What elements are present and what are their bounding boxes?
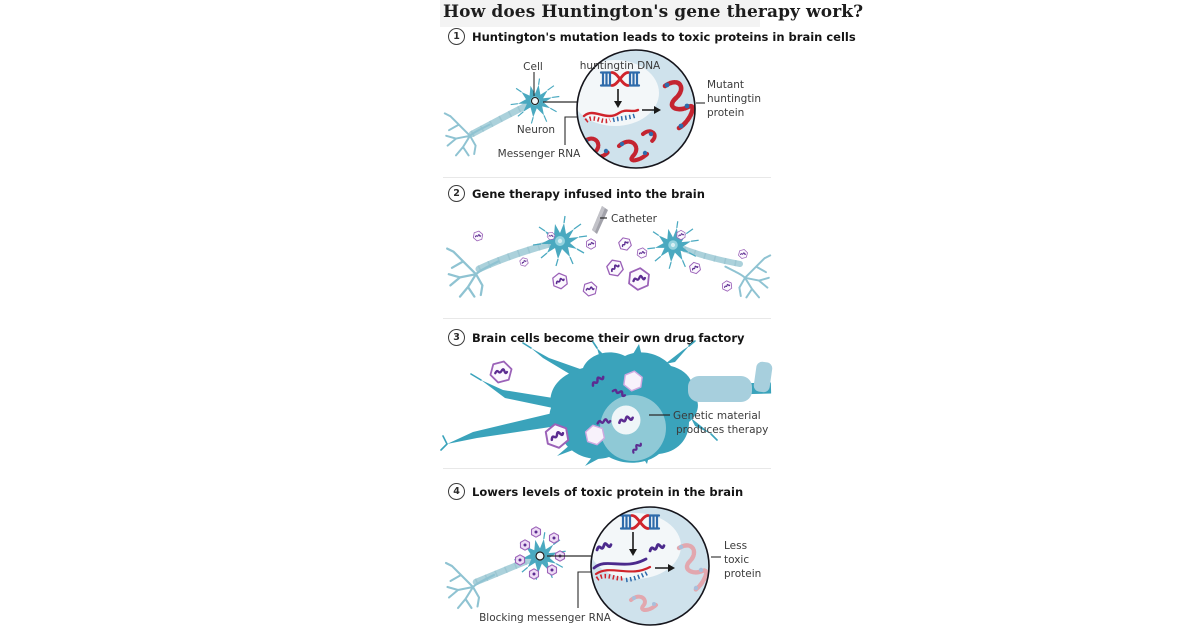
neuron-nucleus: [530, 96, 540, 106]
brain-cell-body: [440, 340, 773, 466]
step-4-diagram: Less toxic protein Blocking messenger RN…: [444, 506, 761, 626]
neuron-right: [646, 220, 772, 299]
translation-arrow: [642, 106, 661, 114]
neuron-illustration: [443, 77, 560, 157]
cell-closeup: [590, 506, 710, 626]
step-2-diagram: Catheter: [446, 206, 772, 299]
genetic-material-label-2: produces therapy: [676, 424, 768, 436]
step-3-heading: Brain cells become their own drug factor…: [472, 330, 745, 345]
messenger-rna-icon: [582, 108, 640, 124]
mutant-protein-label-3: protein: [707, 107, 744, 119]
neuron-nucleus: [535, 551, 545, 561]
blocked-mrna-icon: [592, 557, 652, 583]
step-4-number-badge: 4: [448, 483, 465, 500]
huntingtin-dna-icon: [599, 71, 641, 87]
step-3-number-badge: 3: [448, 329, 465, 346]
genetic-material-label-1: Genetic material: [673, 410, 761, 422]
transcription-arrow: [614, 89, 622, 108]
step-3-diagram: Genetic material produces therapy: [440, 340, 773, 466]
less-toxic-label-2: toxic: [724, 554, 749, 566]
reduced-output-arrow: [655, 564, 675, 572]
divider-2: [443, 318, 771, 319]
cell-label: Cell: [523, 61, 543, 73]
neuron-label: Neuron: [517, 124, 555, 136]
step-4-heading: Lowers levels of toxic protein in the br…: [472, 484, 744, 499]
mutant-protein-label-2: huntingtin: [707, 93, 761, 105]
step-2-heading: Gene therapy infused into the brain: [472, 186, 705, 201]
mutant-protein-label-1: Mutant: [707, 79, 744, 91]
transcription-arrow: [629, 532, 637, 556]
step-4-header: 4 Lowers levels of toxic protein in the …: [448, 483, 743, 500]
less-toxic-label-1: Less: [724, 540, 747, 552]
less-toxic-label-3: protein: [724, 568, 761, 580]
messenger-rna-label: Messenger RNA: [498, 148, 582, 160]
mutant-protein-icon: [662, 79, 695, 131]
cell-closeup: [576, 49, 696, 169]
page-title: How does Huntington's gene therapy work?: [443, 2, 864, 22]
dna-icon: [619, 514, 661, 530]
blocking-mrna-label: Blocking messenger RNA: [479, 612, 612, 624]
myelin-segment: [688, 376, 752, 402]
huntingtin-dna-label: huntingtin DNA: [580, 60, 661, 72]
step-3-header: 3 Brain cells become their own drug fact…: [448, 329, 745, 346]
gene-therapy-capsids: [472, 229, 749, 298]
step-1-number-badge: 1: [448, 28, 465, 45]
divider-3: [443, 468, 771, 469]
neuron-left: [446, 215, 588, 298]
title-bar: How does Huntington's gene therapy work?: [440, 0, 864, 27]
step-1-diagram: Cell Neuron Messenger RNA huntingtin DNA…: [443, 49, 761, 169]
step-2-header: 2 Gene therapy infused into the brain: [448, 185, 705, 202]
catheter-icon: [592, 206, 608, 234]
step-1-header: 1 Huntington's mutation leads to toxic p…: [448, 28, 856, 45]
step-2-number-badge: 2: [448, 185, 465, 202]
step-1-heading: Huntington's mutation leads to toxic pro…: [472, 29, 856, 44]
myelin-end-segment: [753, 361, 773, 393]
catheter-label: Catheter: [611, 213, 658, 225]
neuron-illustration: [444, 526, 567, 610]
less-toxic-protein-icon: [629, 543, 709, 612]
divider-1: [443, 177, 771, 178]
